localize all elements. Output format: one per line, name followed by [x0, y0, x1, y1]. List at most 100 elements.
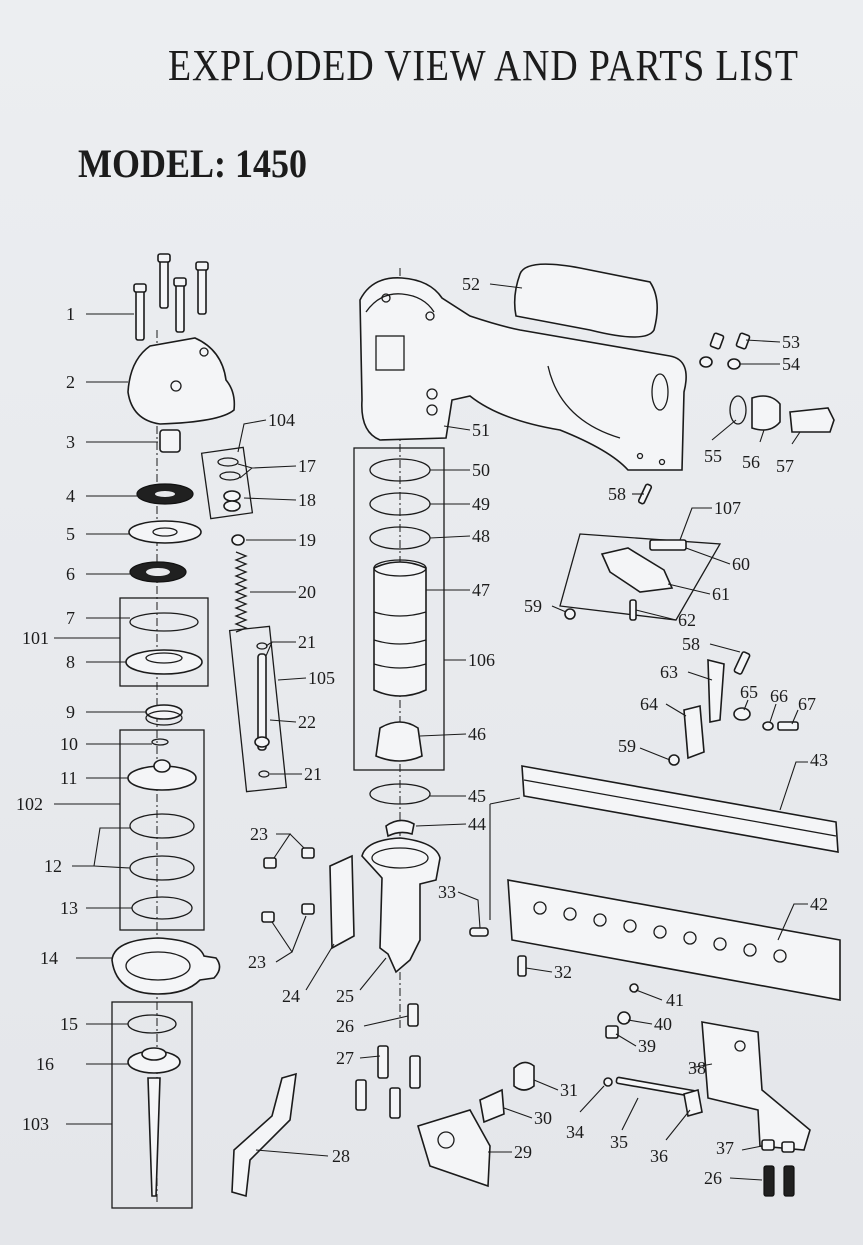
label-48: 48: [472, 526, 490, 546]
part-2-cylinder-cap: [127, 337, 236, 425]
label-13: 13: [60, 898, 78, 918]
part-20-spring: [234, 551, 248, 633]
part-32-pin: [517, 955, 527, 977]
label-43: 43: [810, 750, 828, 770]
part-42-magazine: [507, 879, 841, 1001]
label-2: 2: [66, 372, 75, 392]
label-101: 101: [22, 628, 49, 648]
center-assembly: [231, 263, 687, 1198]
label-66: 66: [770, 686, 788, 706]
part-24-plate: [329, 854, 355, 950]
label-17: 17: [298, 456, 316, 476]
label-60: 60: [732, 554, 750, 574]
label-61: 61: [712, 584, 730, 604]
label-16: 16: [36, 1054, 54, 1074]
part-61-trigger: [600, 547, 674, 593]
label-65: 65: [740, 682, 758, 702]
part-45-oring: [369, 783, 431, 805]
part-52-grip: [513, 263, 658, 338]
part-46-bumper: [375, 721, 423, 762]
label-4: 4: [66, 486, 75, 506]
label-49: 49: [472, 494, 490, 514]
part-30-clip: [479, 1088, 505, 1124]
part-63-lever: [707, 658, 725, 723]
label-6: 6: [66, 564, 75, 584]
label-35: 35: [610, 1132, 628, 1152]
label-45: 45: [468, 786, 486, 806]
label-32: 32: [554, 962, 572, 982]
label-44: 44: [468, 814, 486, 834]
label-31: 31: [560, 1080, 578, 1100]
label-41: 41: [666, 990, 684, 1010]
part-55-oring: [729, 395, 747, 425]
label-38: 38: [688, 1058, 706, 1078]
label-51: 51: [472, 420, 490, 440]
part-14-gasket: [111, 937, 221, 995]
label-55: 55: [704, 446, 722, 466]
label-104: 104: [268, 410, 295, 430]
part-43-magazine-rail: [521, 765, 839, 853]
part-10-oring: [151, 738, 169, 746]
part-29-latch-block: [417, 1109, 491, 1188]
label-58-top: 58: [608, 484, 626, 504]
part-5-ring: [128, 520, 202, 544]
label-33: 33: [438, 882, 456, 902]
label-59-top: 59: [524, 596, 542, 616]
label-7: 7: [66, 608, 75, 628]
part-15-oring: [127, 1014, 177, 1034]
part-38-bracket: [701, 1021, 811, 1151]
label-23-top: 23: [250, 824, 268, 844]
leader-lines: [54, 283, 808, 1181]
part-57-air-fitting: [789, 407, 835, 433]
part-33-pin: [469, 927, 489, 937]
label-26-right: 26: [704, 1168, 722, 1188]
label-58-mid: 58: [682, 634, 700, 654]
label-53: 53: [782, 332, 800, 352]
part-28-trigger-lever: [231, 1072, 297, 1198]
part-56-adapter: [751, 395, 781, 431]
label-22: 22: [298, 712, 316, 732]
label-28: 28: [332, 1146, 350, 1166]
part-labels: 1 2 3 4 5 6 7 101 8 9 10 11 102 12 13 14…: [16, 274, 828, 1188]
label-25: 25: [336, 986, 354, 1006]
label-14: 14: [40, 948, 58, 968]
part-58-pin: [637, 483, 653, 505]
label-21-bottom: 21: [304, 764, 322, 784]
part-25-nose-housing: [361, 837, 441, 974]
part-9-spring-seat: [145, 704, 183, 720]
label-50: 50: [472, 460, 490, 480]
label-5: 5: [66, 524, 75, 544]
label-106: 106: [468, 650, 495, 670]
part-22-valve-stem: [257, 653, 267, 751]
box-103: [111, 1001, 193, 1209]
part-59-ball: [564, 608, 576, 620]
box-102: [119, 729, 205, 931]
part-31-bushing: [513, 1061, 535, 1091]
label-59-mid: 59: [618, 736, 636, 756]
right-assembly: [507, 332, 841, 1197]
label-54: 54: [782, 354, 800, 374]
box-105: [228, 625, 288, 793]
part-13-ring: [131, 896, 193, 920]
label-62: 62: [678, 610, 696, 630]
label-34: 34: [566, 1122, 584, 1142]
label-1: 1: [66, 304, 75, 324]
label-11: 11: [60, 768, 77, 788]
label-39: 39: [638, 1036, 656, 1056]
label-63: 63: [660, 662, 678, 682]
part-26-screw: [407, 1003, 419, 1027]
label-46: 46: [468, 724, 486, 744]
box-101: [119, 597, 209, 687]
label-52: 52: [462, 274, 480, 294]
part-1-bolts: [133, 253, 209, 341]
label-21-top: 21: [298, 632, 316, 652]
label-103: 103: [22, 1114, 49, 1134]
label-42: 42: [810, 894, 828, 914]
label-20: 20: [298, 582, 316, 602]
label-9: 9: [66, 702, 75, 722]
label-15: 15: [60, 1014, 78, 1034]
label-24: 24: [282, 986, 300, 1006]
label-37: 37: [716, 1138, 734, 1158]
label-29: 29: [514, 1142, 532, 1162]
